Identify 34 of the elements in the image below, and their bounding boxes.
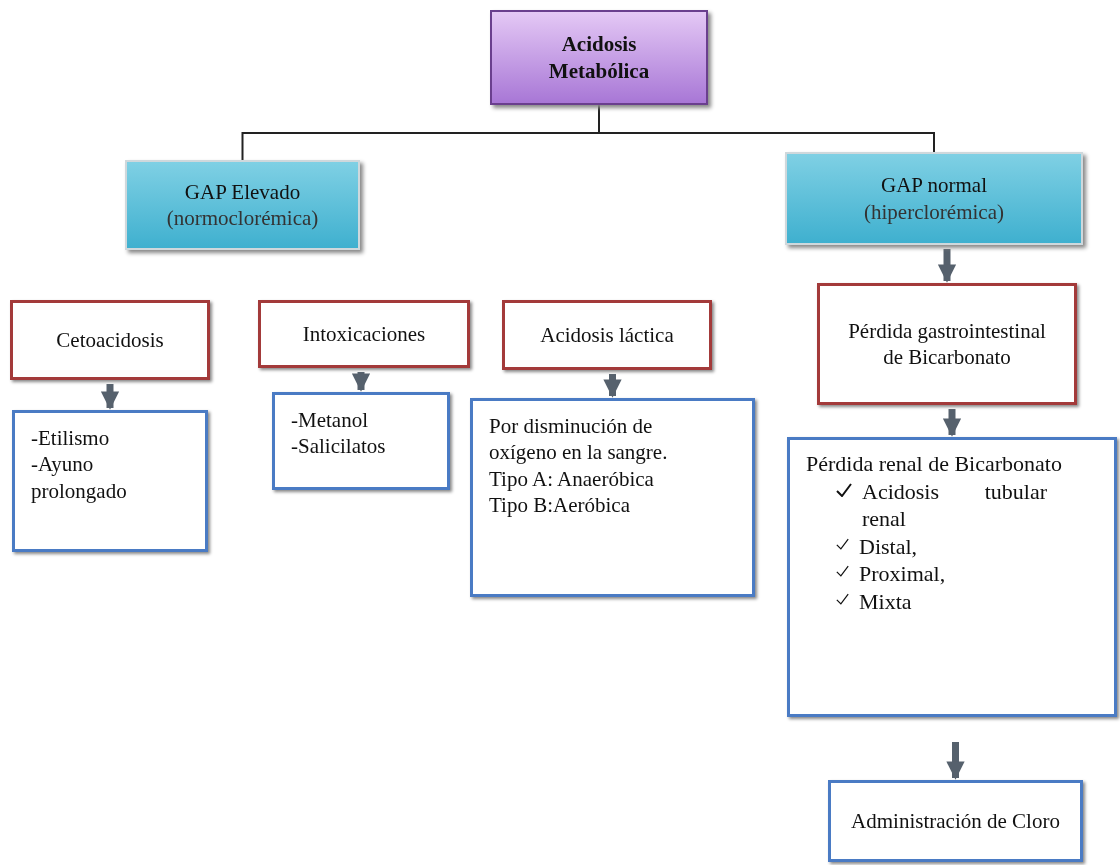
list-item: Distal, xyxy=(859,532,919,560)
label: -Ayuno prolongado xyxy=(31,451,128,504)
label: Intoxicaciones xyxy=(302,320,426,348)
label: Acidosis láctica xyxy=(540,321,674,349)
title-box xyxy=(490,10,708,105)
label: Acidosis Metabólica xyxy=(547,31,651,84)
category-box xyxy=(785,152,1083,245)
label: -Metanol xyxy=(291,407,368,434)
label: Por disminución de oxígeno en la sangre. xyxy=(489,413,669,466)
category-box xyxy=(125,160,360,250)
label: Pérdida gastrointestinal de Bicarbonato xyxy=(847,317,1047,371)
label: Administración de Cloro xyxy=(851,807,1060,835)
cause-box xyxy=(817,283,1077,405)
cause-box xyxy=(258,300,470,368)
label: GAP Elevado xyxy=(184,178,301,205)
label: -Etilismo xyxy=(31,425,110,452)
label: Cetoacidosis xyxy=(56,326,164,354)
list-item: Acidosis tubular renal xyxy=(862,477,1047,533)
cause-box xyxy=(502,300,712,370)
detail-box xyxy=(828,780,1083,862)
label: Tipo B:Aeróbica xyxy=(489,491,630,518)
detail-box xyxy=(470,398,755,597)
label: Tipo A: Anaeróbica xyxy=(489,465,654,492)
detail-box xyxy=(12,410,208,552)
subtitle: (hiperclorémica) xyxy=(864,198,1004,225)
detail-box xyxy=(272,392,450,490)
subtitle: (normoclorémica) xyxy=(166,205,319,232)
label: GAP normal xyxy=(881,172,987,199)
label: -Salicilatos xyxy=(291,433,386,460)
checklist-box xyxy=(787,437,1117,717)
list-item: Proximal, xyxy=(859,560,947,588)
cause-box xyxy=(10,300,210,380)
list-item: Mixta xyxy=(859,587,913,615)
heading: Pérdida renal de Bicarbonato xyxy=(806,450,1063,478)
